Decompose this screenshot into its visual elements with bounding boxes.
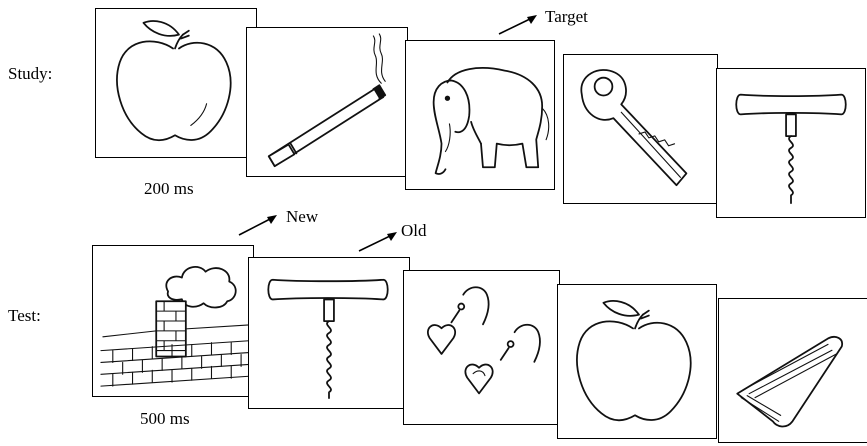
study-picture-3 <box>405 40 555 190</box>
apple-icon <box>96 9 256 157</box>
test-picture-3 <box>403 270 560 425</box>
study-row-label: Study: <box>8 65 52 82</box>
new-arrow-icon <box>236 210 280 238</box>
target-arrow-icon <box>496 11 540 37</box>
test-picture-5 <box>718 298 867 443</box>
old-label: Old <box>401 222 427 239</box>
test-picture-2 <box>248 257 410 409</box>
corkscrew-icon <box>717 69 865 217</box>
apple-icon <box>558 285 716 438</box>
chimney-icon <box>93 246 253 396</box>
elephant-icon <box>406 41 554 189</box>
napkin-icon <box>719 299 867 442</box>
new-label: New <box>286 208 318 225</box>
study-picture-5 <box>716 68 866 218</box>
study-duration-label: 200 ms <box>144 180 194 197</box>
test-row-label: Test: <box>8 307 41 324</box>
test-picture-4 <box>557 284 717 439</box>
key-icon <box>564 55 717 203</box>
target-label: Target <box>545 8 588 25</box>
earrings-icon <box>404 271 559 424</box>
test-picture-1 <box>92 245 254 397</box>
cigarette-icon <box>247 28 407 176</box>
old-arrow-icon <box>356 228 400 254</box>
study-picture-1 <box>95 8 257 158</box>
study-picture-4 <box>563 54 718 204</box>
test-duration-label: 500 ms <box>140 410 190 427</box>
corkscrew-icon <box>249 258 409 408</box>
study-picture-2 <box>246 27 408 177</box>
